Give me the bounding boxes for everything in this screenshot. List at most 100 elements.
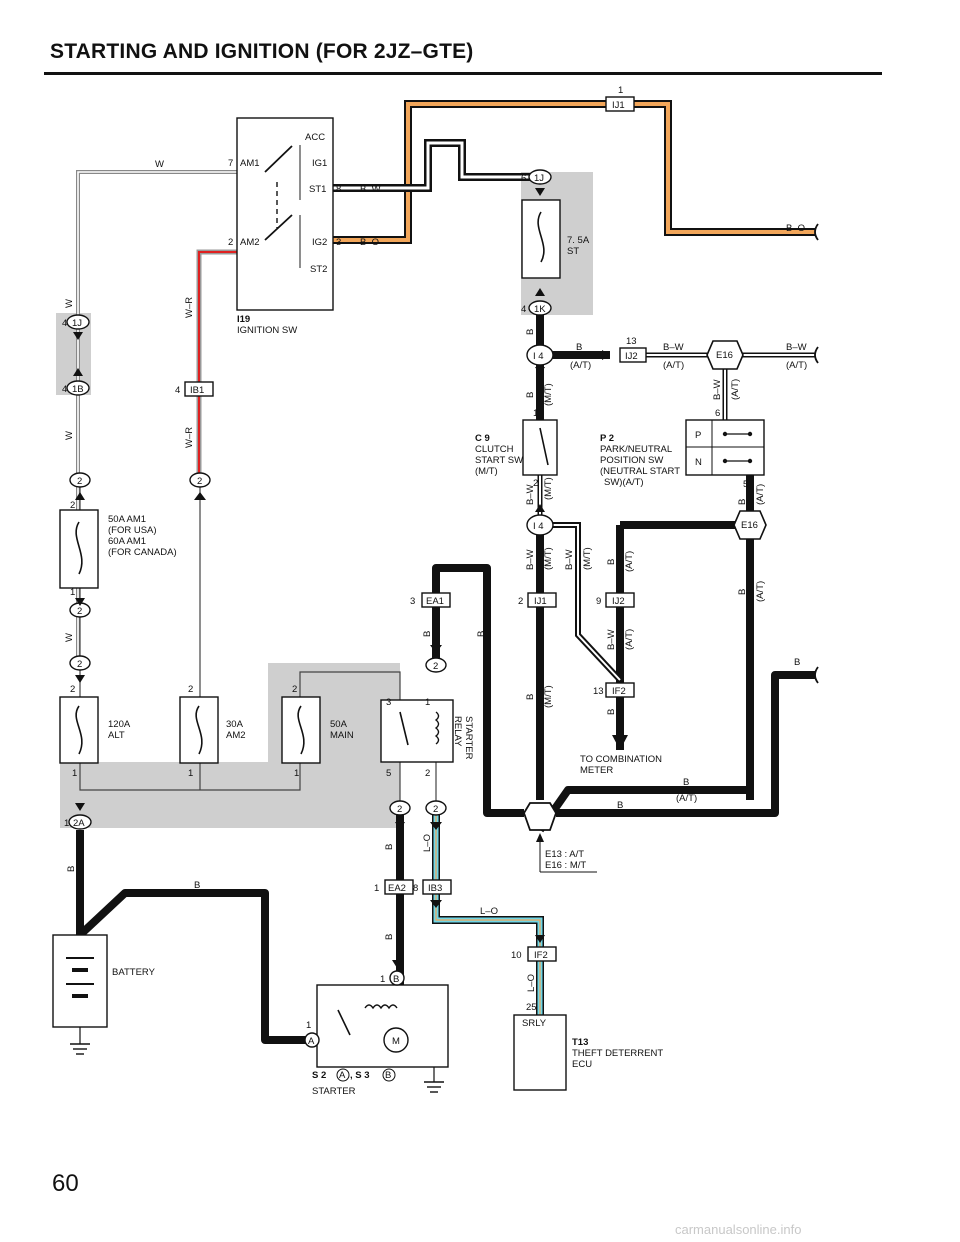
svg-text:(M/T): (M/T): [543, 477, 554, 500]
ig-pin2: 2: [228, 237, 233, 248]
svg-text:ALT: ALT: [108, 730, 125, 741]
svg-text:S 2: S 2: [312, 1070, 326, 1081]
svg-text:(M/T): (M/T): [543, 685, 554, 708]
svg-text:(NEUTRAL START: (NEUTRAL START: [600, 466, 680, 477]
svg-text:1: 1: [64, 818, 69, 829]
svg-text:IJ1: IJ1: [612, 100, 625, 111]
svg-text:L–O: L–O: [526, 974, 537, 992]
svg-text:B: B: [422, 631, 433, 637]
svg-text:SW)(A/T): SW)(A/T): [604, 477, 644, 488]
svg-text:B–W: B–W: [606, 629, 617, 650]
svg-text:4: 4: [521, 304, 526, 315]
ignition-switch: ACC AM1 IG1 ST1 AM2 IG2 ST2 7 2 8 3 I19 …: [228, 117, 341, 336]
svg-text:3: 3: [386, 697, 391, 708]
svg-text:2: 2: [197, 476, 202, 487]
svg-text:B: B: [476, 631, 487, 637]
fuse-main: 50A MAIN: [281, 696, 354, 764]
svg-text:3: 3: [410, 596, 415, 607]
svg-text:(A/T): (A/T): [663, 360, 684, 371]
svg-text:B: B: [525, 694, 536, 700]
svg-text:PARK/NEUTRAL: PARK/NEUTRAL: [600, 444, 672, 455]
svg-text:B–W: B–W: [663, 342, 684, 353]
connector-ovals: 1J 1K I 4 I 4 1J 1B 2 2 2 2 2 2 2 2A B A: [66, 169, 554, 1048]
svg-text:1: 1: [380, 974, 385, 985]
svg-text:2: 2: [433, 804, 438, 815]
theft-ecu: SRLY T13 THEFT DETERRENT ECU: [513, 1014, 663, 1091]
svg-text:(A/T): (A/T): [730, 379, 741, 400]
svg-text:B: B: [794, 657, 800, 668]
svg-text:(A/T): (A/T): [786, 360, 807, 371]
fuse-alt: 120A ALT: [59, 696, 131, 764]
wire-labels: W B–W B–O B–O W W W W–R W–R B B (A/T) B–…: [64, 159, 807, 992]
ig-st2: ST2: [310, 264, 327, 275]
svg-text:W: W: [64, 299, 75, 308]
svg-text:IB3: IB3: [428, 883, 442, 894]
svg-text:2: 2: [292, 684, 297, 695]
wire-b-o: [320, 100, 815, 244]
svg-text:1: 1: [72, 768, 77, 779]
svg-text:SRLY: SRLY: [522, 1018, 547, 1029]
svg-text:B: B: [606, 709, 617, 715]
svg-text:B: B: [66, 866, 77, 872]
svg-text:C 9: C 9: [475, 433, 490, 444]
svg-text:A: A: [339, 1070, 346, 1081]
wire-ends: [814, 223, 819, 684]
svg-text:2: 2: [518, 596, 523, 607]
svg-text:7. 5A: 7. 5A: [567, 235, 590, 246]
wire-b-w-st: [320, 139, 535, 192]
svg-text:I 4: I 4: [533, 521, 544, 532]
svg-text:B: B: [737, 499, 748, 505]
svg-text:B–W: B–W: [564, 549, 575, 570]
svg-text:5: 5: [386, 768, 391, 779]
svg-text:W: W: [64, 431, 75, 440]
svg-text:60A AM1: 60A AM1: [108, 536, 146, 547]
svg-text:B: B: [393, 974, 399, 985]
svg-text:E16: E16: [716, 350, 733, 361]
svg-text:1J: 1J: [72, 318, 82, 329]
svg-text:1: 1: [306, 1020, 311, 1031]
svg-text:(M/T): (M/T): [543, 383, 554, 406]
svg-text:2: 2: [425, 768, 430, 779]
svg-text:(M/T): (M/T): [475, 466, 498, 477]
svg-text:1: 1: [294, 768, 299, 779]
svg-text:2: 2: [77, 606, 82, 617]
svg-text:MAIN: MAIN: [330, 730, 354, 741]
svg-text:B–W: B–W: [525, 549, 536, 570]
svg-text:IF2: IF2: [534, 950, 548, 961]
svg-text:STARTER: STARTER: [312, 1086, 356, 1097]
ig-ig2: IG2: [312, 237, 327, 248]
svg-text:ST: ST: [567, 246, 579, 257]
svg-text:2: 2: [77, 659, 82, 670]
ig-pin3: 3: [336, 237, 341, 248]
svg-text:W: W: [64, 633, 75, 642]
svg-text:RELAY: RELAY: [452, 716, 463, 747]
svg-text:N: N: [695, 457, 702, 468]
svg-text:1: 1: [618, 85, 623, 96]
svg-text:2: 2: [433, 661, 438, 672]
svg-text:B: B: [606, 559, 617, 565]
svg-text:B–W: B–W: [360, 184, 381, 195]
svg-text:IB1: IB1: [190, 385, 204, 396]
svg-text:IJ2: IJ2: [612, 596, 625, 607]
ig-pin7: 7: [228, 158, 233, 169]
svg-text:E16: E16: [741, 520, 758, 531]
starter: M S 2 A , S 3 B STARTER: [312, 984, 449, 1097]
ig-st1: ST1: [309, 184, 326, 195]
svg-text:(FOR USA): (FOR USA): [108, 525, 157, 536]
svg-text:2: 2: [188, 684, 193, 695]
svg-text:25: 25: [526, 1002, 537, 1013]
svg-text:ECU: ECU: [572, 1059, 592, 1070]
svg-text:B: B: [384, 844, 395, 850]
svg-text:W–R: W–R: [184, 297, 195, 318]
ig-am2: AM2: [240, 237, 260, 248]
ig-pin8: 8: [336, 184, 341, 195]
svg-text:(A/T): (A/T): [624, 629, 635, 650]
svg-text:(A/T): (A/T): [755, 581, 766, 602]
svg-text:W: W: [155, 159, 164, 170]
svg-text:10: 10: [511, 950, 522, 961]
ig-ig1: IG1: [312, 158, 327, 169]
svg-text:, S 3: , S 3: [350, 1070, 370, 1081]
svg-text:E16 : M/T: E16 : M/T: [545, 860, 586, 871]
svg-text:1: 1: [425, 697, 430, 708]
